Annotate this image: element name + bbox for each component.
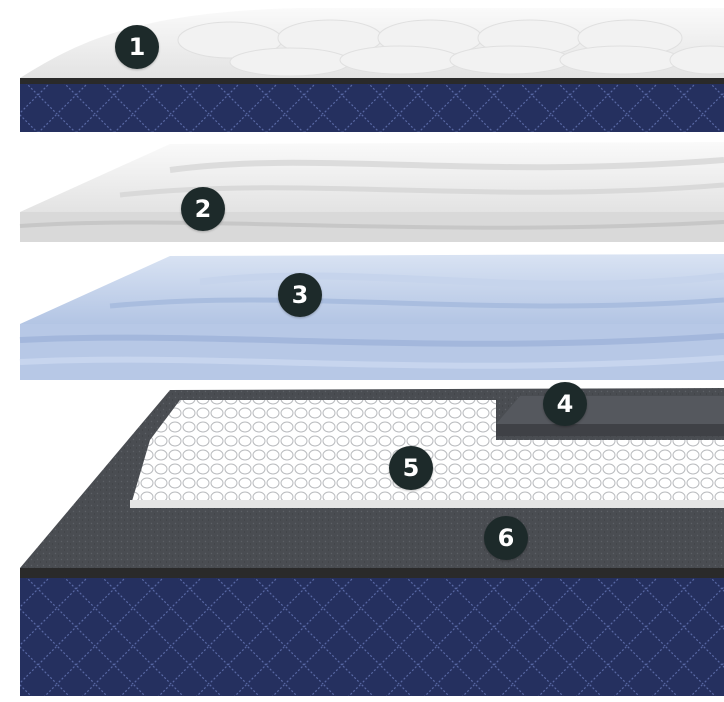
layer-4-foam-edge	[496, 396, 724, 436]
layer-2-white-foam	[19, 142, 724, 242]
layer-2-badge: 2	[181, 187, 225, 231]
layer-3-blue-foam	[19, 254, 724, 380]
layer-3-badge: 3	[278, 273, 322, 317]
layer-6-badge: 6	[484, 516, 528, 560]
layer-1-cover	[20, 8, 724, 132]
layer-4-badge: 4	[543, 382, 587, 426]
layer-1-badge: 1	[115, 25, 159, 69]
layer-5-badge: 5	[389, 446, 433, 490]
